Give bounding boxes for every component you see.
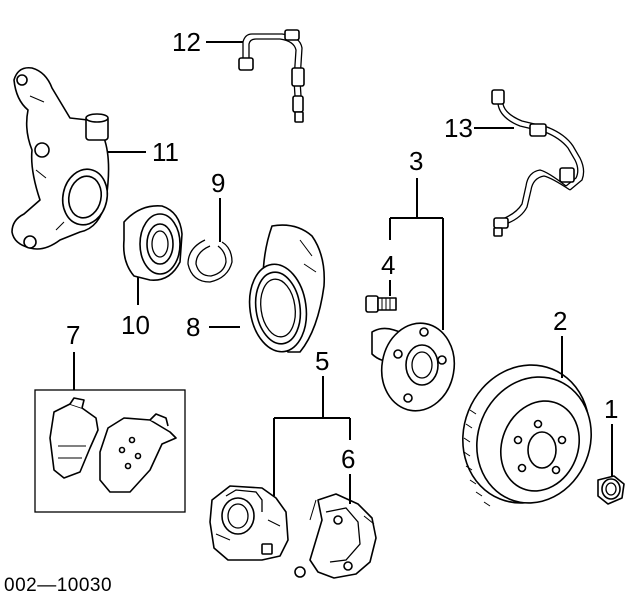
part-wheel-bearing xyxy=(122,205,183,281)
callout-labels: 12 13 11 9 3 4 10 8 7 2 5 1 6 xyxy=(66,27,618,474)
callout-8: 8 xyxy=(186,312,200,342)
callout-6: 6 xyxy=(341,444,355,474)
figure-code: 002—10030 xyxy=(4,575,112,596)
callout-4: 4 xyxy=(381,250,395,280)
leader-lines xyxy=(73,41,613,504)
callout-5: 5 xyxy=(315,346,329,376)
callout-2: 2 xyxy=(553,306,567,336)
callout-13: 13 xyxy=(444,113,473,143)
part-wheel-hub xyxy=(371,322,456,412)
part-caliper-bracket xyxy=(294,493,377,579)
callout-1: 1 xyxy=(604,394,618,424)
part-brake-pads xyxy=(34,389,186,513)
callout-10: 10 xyxy=(121,310,150,340)
callout-12: 12 xyxy=(172,27,201,57)
callout-3: 3 xyxy=(409,146,423,176)
part-splash-shield xyxy=(248,224,326,353)
callout-9: 9 xyxy=(211,168,225,198)
part-lug-nut xyxy=(597,475,625,505)
part-brake-caliper xyxy=(209,485,289,561)
part-snap-ring xyxy=(187,239,233,283)
part-brake-rotor xyxy=(462,364,592,507)
callout-7: 7 xyxy=(66,320,80,350)
part-steering-knuckle xyxy=(11,66,110,250)
part-hub-bolt xyxy=(365,295,397,313)
callout-11: 11 xyxy=(152,137,179,167)
part-abs-sensor xyxy=(491,89,585,237)
part-brake-hose xyxy=(238,29,305,123)
